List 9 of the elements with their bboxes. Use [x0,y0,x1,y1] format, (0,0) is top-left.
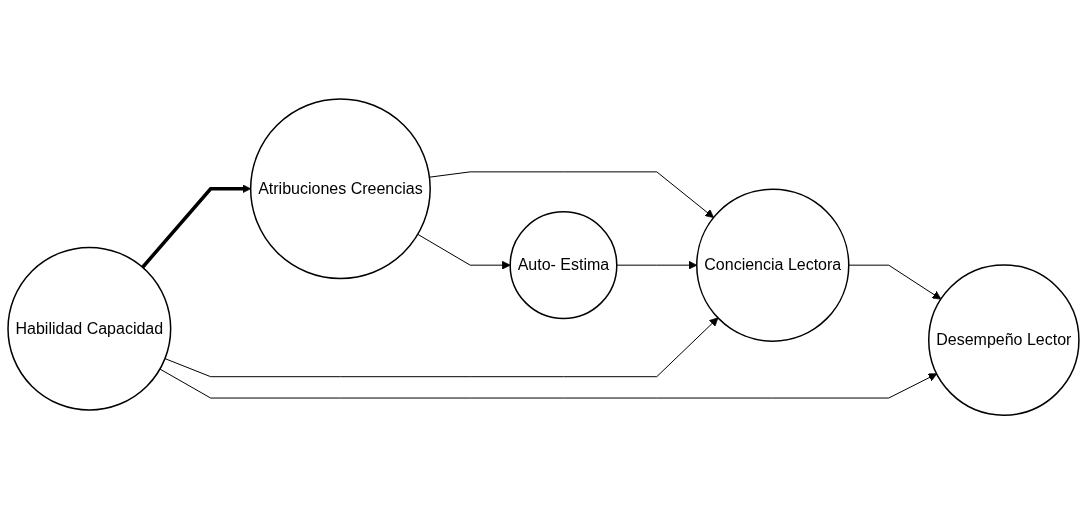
node-circle: Conciencia Lectora [696,188,850,343]
node-circle: Atribuciones Creencias [249,98,431,280]
arrow [159,369,938,399]
arrow [164,317,719,378]
node-circle: Desempeño Lector [928,264,1080,417]
arrow [417,234,511,270]
node-circle: Auto- Estima [509,211,618,320]
node-circle: Habilidad Capacidad [7,247,172,412]
arrow [848,265,942,300]
